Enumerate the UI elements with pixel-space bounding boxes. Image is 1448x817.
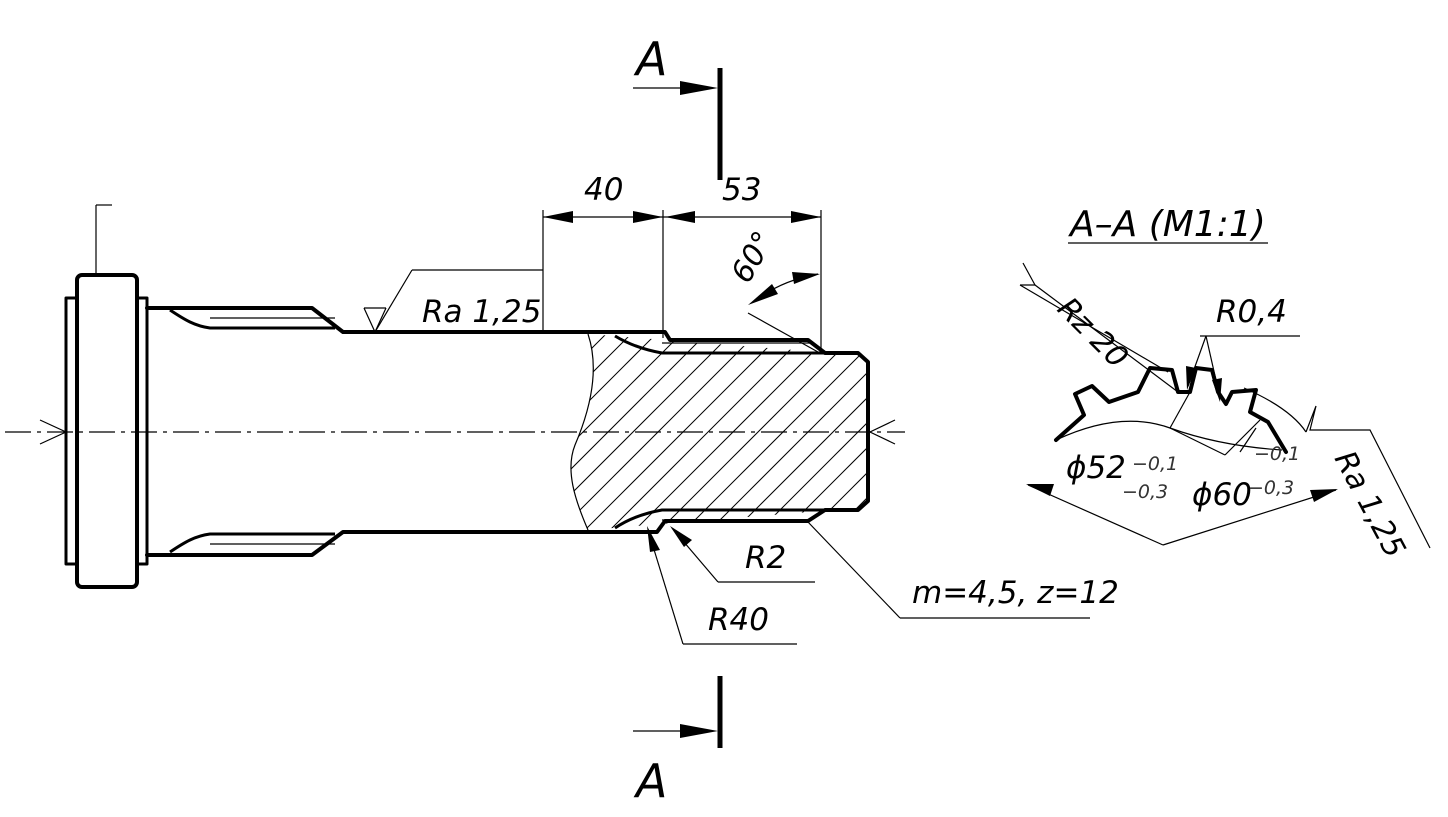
section-line-c <box>1224 419 1261 456</box>
right-spline-bottom <box>614 508 825 530</box>
section-line-b <box>1169 427 1226 456</box>
dim-d60-upper: −0,1 <box>1254 443 1300 465</box>
section-letter-top: A <box>633 32 667 86</box>
dim-d60-symbol: ϕ60 <box>1192 477 1252 513</box>
dim-53-label: 53 <box>722 172 761 208</box>
radius-r40-label: R40 <box>708 602 769 638</box>
tooth-profile <box>1054 366 1288 454</box>
right-center-mark <box>868 419 896 445</box>
dim-d52-lower: −0,3 <box>1122 481 1168 503</box>
roughness-ra-section: Ra 1,25 <box>1305 405 1431 564</box>
dim-d60-lower: −0,3 <box>1248 477 1294 499</box>
section-line-a <box>1169 391 1191 429</box>
gear-params-label: m=4,5, z=12 <box>912 575 1119 611</box>
radius-r40: R40 <box>647 526 797 645</box>
dim-60-angle: 60° <box>725 225 820 353</box>
break-line <box>570 333 594 531</box>
section-marker-top: A <box>633 32 723 180</box>
section-hatching <box>570 334 868 530</box>
dim-53: 53 <box>663 172 822 348</box>
dim-40-label: 40 <box>584 172 623 208</box>
flange-left-collar <box>64 296 79 566</box>
roughness-ra-main-label: Ra 1,25 <box>422 294 541 330</box>
left-spline-bottom <box>169 532 335 554</box>
dim-d52-upper: −0,1 <box>1132 453 1178 475</box>
root-arc <box>1055 420 1283 451</box>
section-letter-bottom: A <box>633 754 667 808</box>
roughness-ra-main: Ra 1,25 <box>363 269 543 334</box>
shaft-view <box>5 204 905 589</box>
roughness-rz-section-label: Rz 20 <box>1050 291 1134 375</box>
dim-60-angle-label: 60° <box>725 225 782 289</box>
shaft-outline-top <box>145 306 870 557</box>
gear-params-leader: m=4,5, z=12 <box>807 521 1119 619</box>
radius-r04-label: R0,4 <box>1216 294 1287 330</box>
dim-d52-symbol: ϕ52 <box>1066 450 1126 486</box>
section-view: A–A (M1:1) Rz 20 R0,4 <box>1019 204 1431 564</box>
dim-d60: ϕ60 −0,1 −0,3 <box>1162 427 1338 546</box>
section-title: A–A (M1:1) <box>1068 204 1266 245</box>
radius-r04: R0,4 <box>1186 294 1300 402</box>
roughness-rz-section: Rz 20 <box>1019 262 1179 393</box>
flange-right-collar <box>135 296 149 566</box>
left-center-mark <box>39 419 68 445</box>
outer-arc <box>1243 387 1307 433</box>
radius-r2: R2 <box>670 526 815 583</box>
dim-40: 40 <box>542 172 664 338</box>
section-marker-bottom: A <box>633 676 723 808</box>
radius-r2-label: R2 <box>745 540 786 576</box>
flange <box>75 273 139 589</box>
roughness-ra-section-label: Ra 1,25 <box>1327 445 1412 563</box>
left-spline-top <box>169 308 335 330</box>
dim-d52: ϕ52 −0,1 −0,3 <box>1026 450 1178 546</box>
